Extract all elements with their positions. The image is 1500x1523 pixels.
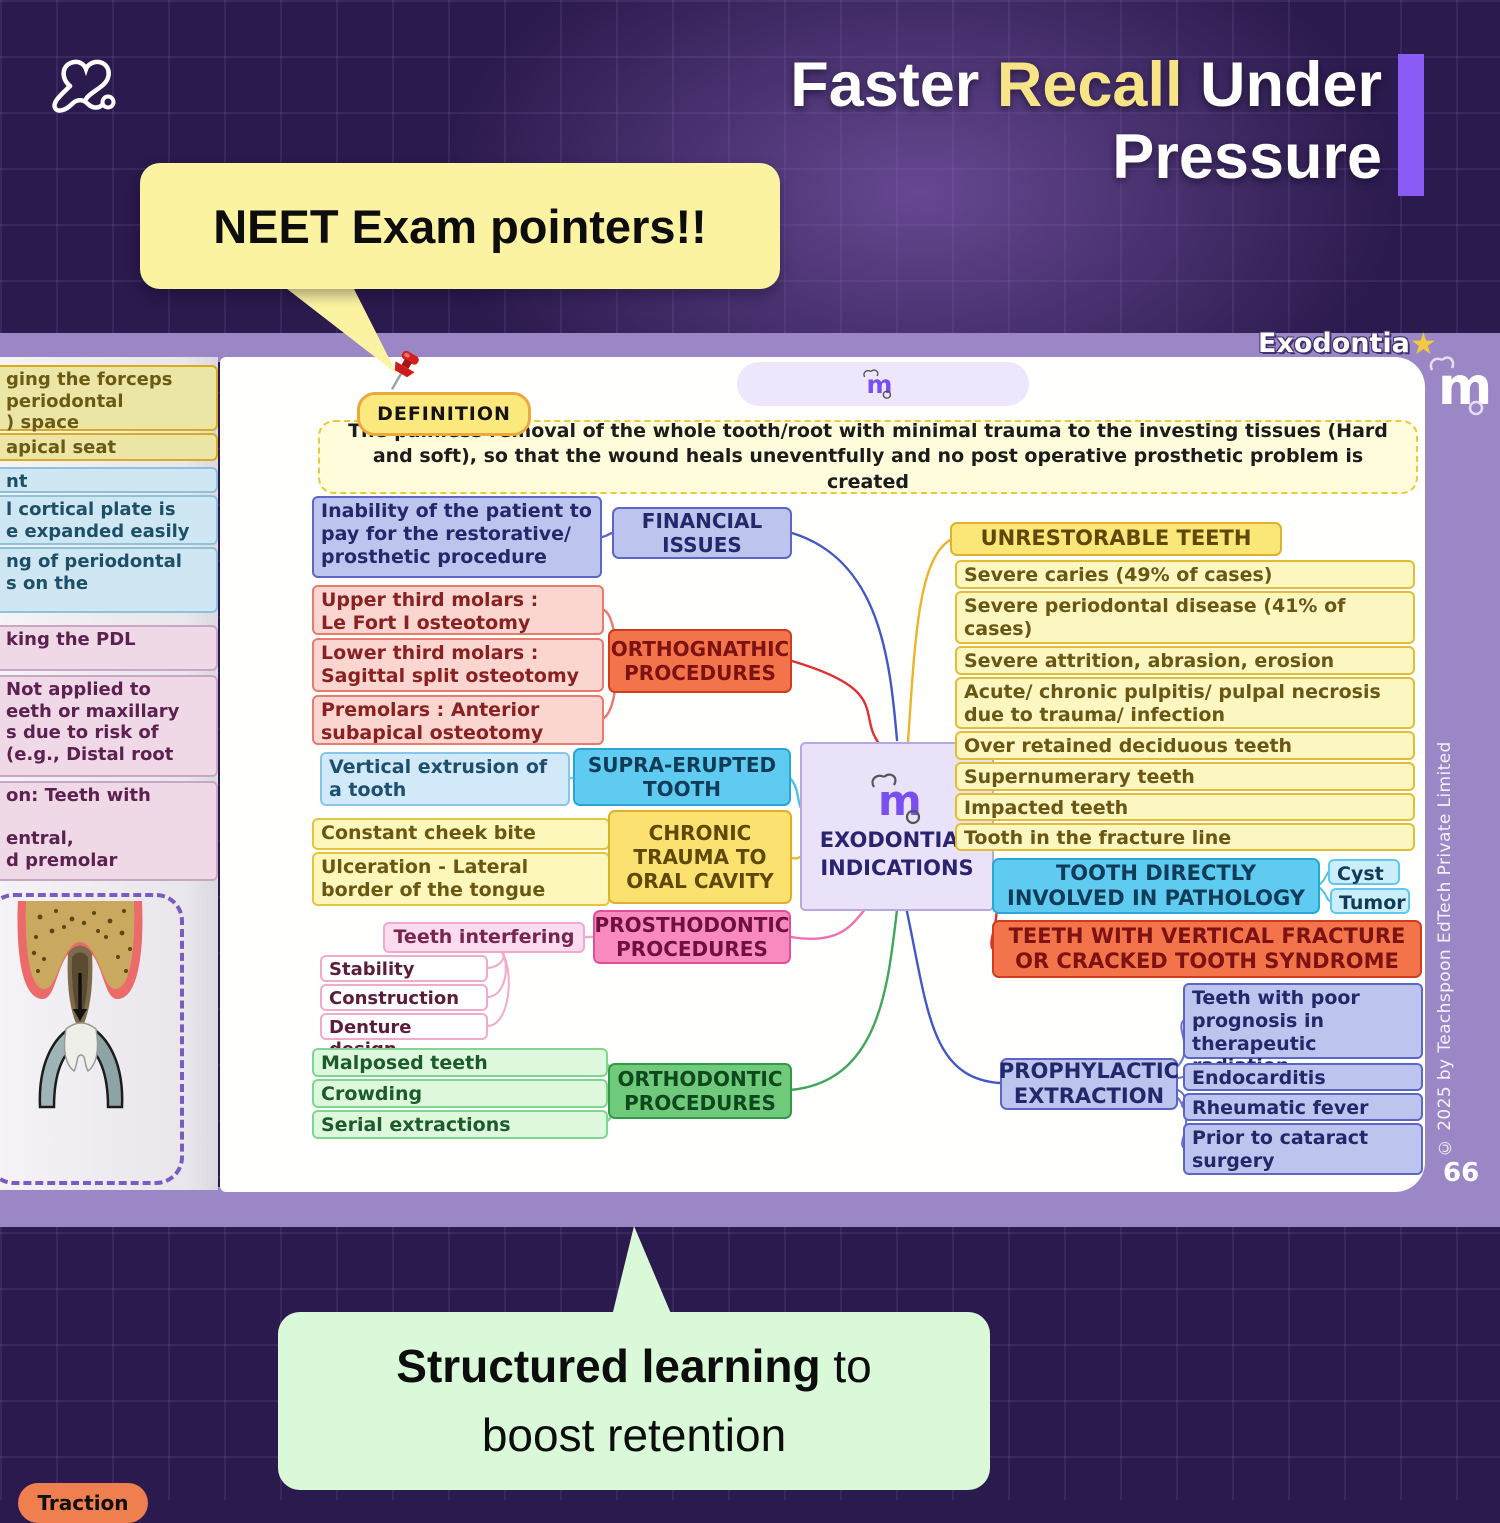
svg-text:m: m xyxy=(878,776,922,825)
topic-chronic-trauma: CHRONIC TRAUMA TO ORAL CAVITY xyxy=(608,810,792,904)
indication-item: Impacted teeth xyxy=(955,793,1415,821)
topic-supra-erupted-tooth: SUPRA-ERUPTED TOOTH xyxy=(573,748,791,806)
indication-subitem: Denture design xyxy=(320,1013,488,1060)
sidebar-fragment: l cortical plate is e expanded easily xyxy=(0,495,218,545)
brand-m-logo-white: m xyxy=(1424,352,1494,426)
indication-subitem: Stability xyxy=(320,955,488,982)
sidebar-fragment: ng of periodontal s on the xyxy=(0,547,218,613)
indication-item: Malposed teeth xyxy=(312,1048,608,1077)
indication-item: Upper third molars : Le Fort I osteotomy xyxy=(312,585,604,635)
map-title-pill: m xyxy=(737,362,1029,406)
indication-item: Cyst xyxy=(1328,859,1400,885)
sidebar-fragment: ging the forceps periodontal ) space xyxy=(0,365,218,433)
indication-item: Premolars : Anterior subapical osteotomy xyxy=(312,695,604,745)
indication-item: Tooth in the fracture line xyxy=(955,823,1415,851)
star-icon: ★ xyxy=(1409,327,1437,362)
brand-m-logo: m xyxy=(863,369,894,399)
topic-prophylactic-extraction: PROPHYLACTIC EXTRACTION xyxy=(998,1058,1180,1110)
page-tab: Exodontia★ xyxy=(1258,327,1437,362)
sidebar-page: ging the forceps periodontal ) space api… xyxy=(0,357,218,1523)
indication-item: Ulceration - Lateral border of the tongu… xyxy=(312,852,610,906)
brand-m-logo: m xyxy=(871,773,922,825)
indication-subitem: Construction xyxy=(320,984,488,1011)
sidebar-fragment: on: Teeth with entral, d premolar xyxy=(0,781,218,881)
annotation-neet-pointers: NEET Exam pointers!! xyxy=(140,163,780,289)
pushpin-icon xyxy=(378,348,426,402)
topic-vertical-fracture: TEETH WITH VERTICAL FRACTURE OR CRACKED … xyxy=(992,920,1422,978)
page-frame-bottom xyxy=(0,1187,1500,1227)
indication-item: Tumor xyxy=(1330,888,1410,914)
accent-bar xyxy=(1398,54,1424,196)
page-title: Faster Recall Under Pressure xyxy=(790,50,1382,192)
topic-financial-issues: FINANCIAL ISSUES xyxy=(612,507,792,559)
page-frame-right xyxy=(1412,333,1500,1227)
copyright-text: © 2025 by Teachspoon EdTech Private Limi… xyxy=(1435,741,1455,1157)
annotation-structured-learning: Structured learning to boost retention xyxy=(278,1312,990,1490)
sidebar-fragment: nt xyxy=(0,467,218,493)
page-number: 66 xyxy=(1443,1158,1480,1188)
indication-item: Severe caries (49% of cases) xyxy=(955,560,1415,589)
indication-item: Severe periodontal disease (41% of cases… xyxy=(955,591,1415,644)
indication-item: Crowding xyxy=(312,1079,608,1108)
indication-item: Prior to cataract surgery xyxy=(1183,1123,1423,1175)
topic-orthognathic-procedures: ORTHOGNATHIC PROCEDURES xyxy=(608,629,792,693)
sidebar-fragment: king the PDL xyxy=(0,625,218,671)
sidebar-fragment: apical seat xyxy=(0,433,218,461)
indication-item: Supernumerary teeth xyxy=(955,762,1415,791)
svg-text:m: m xyxy=(1438,357,1492,417)
indication-item: Serial extractions xyxy=(312,1110,608,1139)
topic-orthodontic-procedures: ORTHODONTIC PROCEDURES xyxy=(608,1063,792,1119)
topic-unrestorable-teeth: UNRESTORABLE TEETH xyxy=(950,522,1282,556)
topic-prosthodontic-procedures: PROSTHODONTIC PROCEDURES xyxy=(593,910,791,964)
figure-frame xyxy=(0,893,184,1185)
indication-item: Lower third molars : Sagittal split oste… xyxy=(312,638,604,692)
indication-item: Teeth interfering xyxy=(383,922,585,953)
indication-item: Rheumatic fever xyxy=(1183,1093,1423,1121)
definition-label: DEFINITION xyxy=(357,392,531,436)
topic-tooth-in-pathology: TOOTH DIRECTLY INVOLVED IN PATHOLOGY xyxy=(992,858,1320,914)
indication-item: Severe attrition, abrasion, erosion xyxy=(955,646,1415,675)
indication-item: Endocarditis xyxy=(1183,1063,1423,1091)
tooth-extraction-illustration xyxy=(10,901,160,1115)
indication-item: Teeth with poor prognosis in therapeutic… xyxy=(1183,983,1423,1077)
indication-item: Constant cheek bite xyxy=(312,818,610,850)
title-highlight: Recall xyxy=(996,50,1183,120)
indication-item: Over retained deciduous teeth xyxy=(955,731,1415,760)
sidebar-fragment: Not applied to eeth or maxillary s due t… xyxy=(0,675,218,777)
indication-item: Acute/ chronic pulpitis/ pulpal necrosis… xyxy=(955,677,1415,729)
heart-stethoscope-icon xyxy=(42,52,122,134)
indication-item: Inability of the patient to pay for the … xyxy=(312,496,602,578)
indication-item: Vertical extrusion of a tooth xyxy=(320,752,570,806)
svg-text:m: m xyxy=(866,370,894,399)
